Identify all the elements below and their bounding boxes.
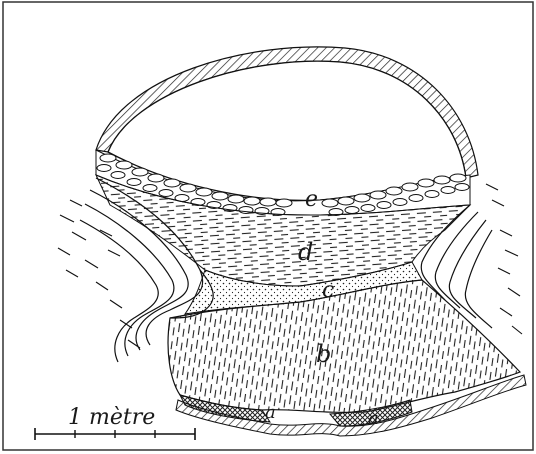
scale-bar-label: 1 mètre [68,405,155,430]
scale-bar: 1 mètre [35,405,195,440]
label-layer-a-right: a [368,408,379,429]
label-layer-b: b [316,340,331,368]
label-layer-c: c [322,278,334,303]
label-layer-d: d [298,238,313,266]
label-layer-a-left: a [265,402,276,423]
label-layer-e: e [305,187,318,212]
